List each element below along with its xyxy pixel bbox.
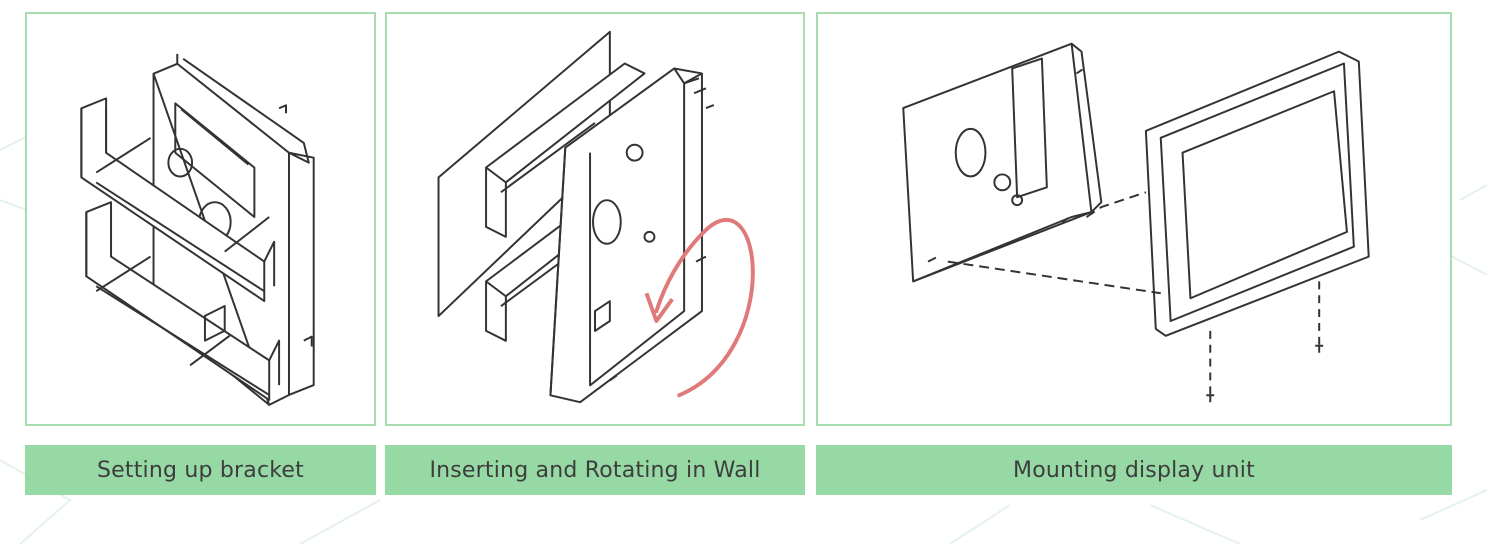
step-1-caption: Setting up bracket [25, 445, 376, 495]
display-mount-illustration [902, 42, 1370, 403]
step-2-caption: Inserting and Rotating in Wall [385, 445, 805, 495]
wall-insert-illustration [437, 30, 755, 404]
step-3-panel [816, 12, 1452, 426]
rotate-arrow [654, 217, 755, 398]
step-3-caption: Mounting display unit [816, 445, 1452, 495]
rotate-arrowhead [644, 292, 674, 323]
step-2-panel [385, 12, 805, 426]
step-1-panel [25, 12, 376, 426]
bracket-illustration [80, 53, 315, 406]
